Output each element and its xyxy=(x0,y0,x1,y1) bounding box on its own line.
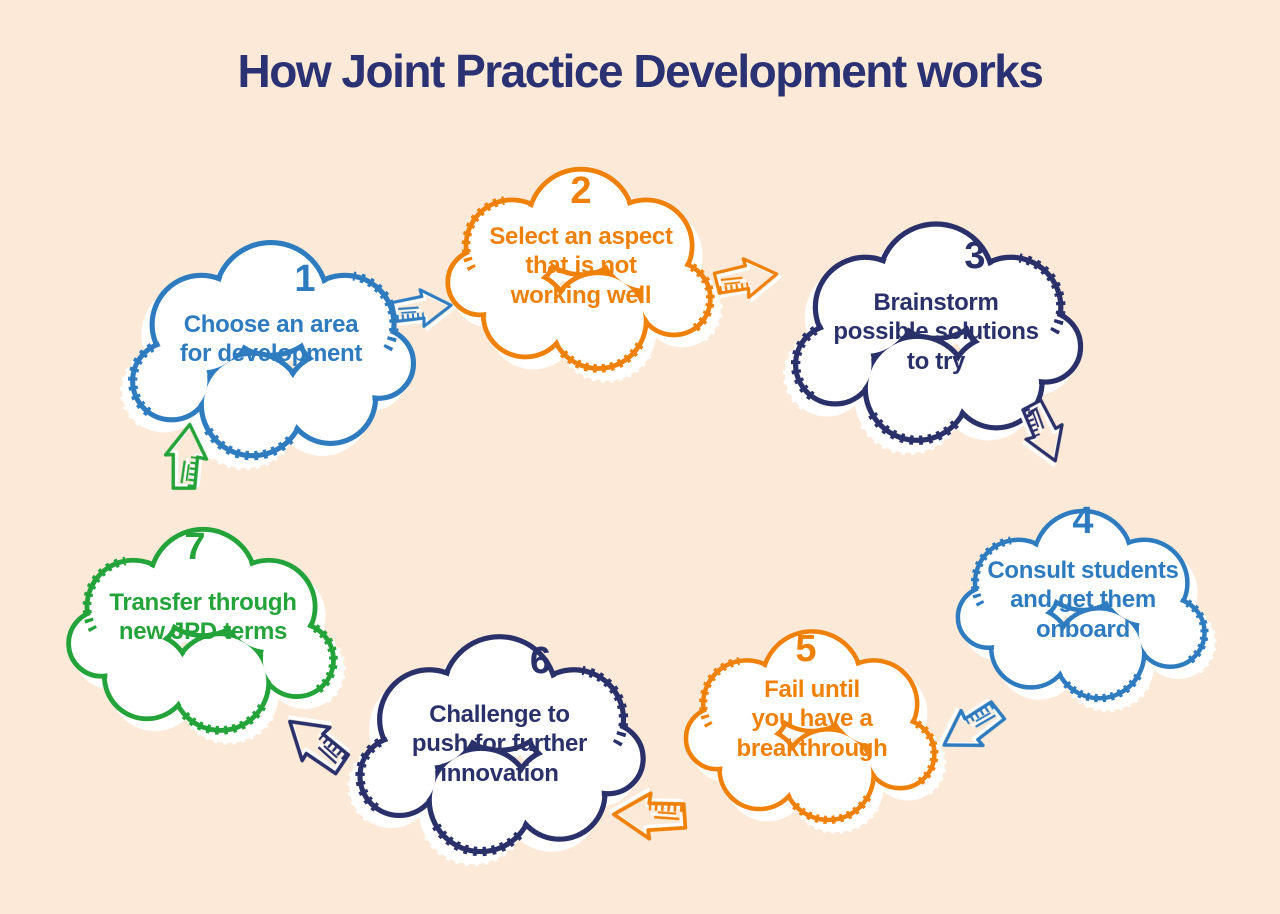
page-title: How Joint Practice Development works xyxy=(237,45,1044,97)
arrow-5-to-6-icon xyxy=(606,781,694,851)
step-label: Brainstorm possible solutions to try xyxy=(833,289,1039,375)
step-cloud-3: 3 Brainstorm possible solutions to try xyxy=(780,203,1092,453)
step-number: 3 xyxy=(964,235,986,277)
step-label: Fail until you have a breakthrough xyxy=(736,676,888,762)
arrow-2-to-3-icon xyxy=(707,244,785,311)
arrow-7-to-1-icon xyxy=(138,413,234,500)
step-number: 6 xyxy=(529,640,552,682)
step-label: Challenge to push for further innovation xyxy=(411,701,588,787)
step-cloud-5: 5 Fail until you have a breakthrough xyxy=(676,606,948,838)
step-number: 7 xyxy=(184,526,206,568)
step-number: 2 xyxy=(570,170,592,212)
step-label: Select an aspect that is not working wel… xyxy=(489,223,673,309)
step-number: 1 xyxy=(294,258,316,300)
step-cloud-2: 2 Select an aspect that is not working w… xyxy=(437,150,725,380)
arrow-1-to-2-icon xyxy=(386,276,458,341)
step-number: 5 xyxy=(795,628,817,670)
step-number: 4 xyxy=(1072,500,1094,542)
step-label: Transfer through new JPD terms xyxy=(109,589,297,646)
step-label: Choose an area for development xyxy=(179,311,363,368)
step-cloud-1: 1 Choose an area for development xyxy=(112,222,430,468)
step-cloud-4: 4 Consult students and get them onboard xyxy=(948,482,1218,720)
step-label: Consult students and get them onboard xyxy=(987,557,1179,643)
step-cloud-7: 7 Transfer through new JPD terms xyxy=(58,506,348,746)
step-cloud-6: 6 Challenge to push for further innovati… xyxy=(342,616,657,864)
